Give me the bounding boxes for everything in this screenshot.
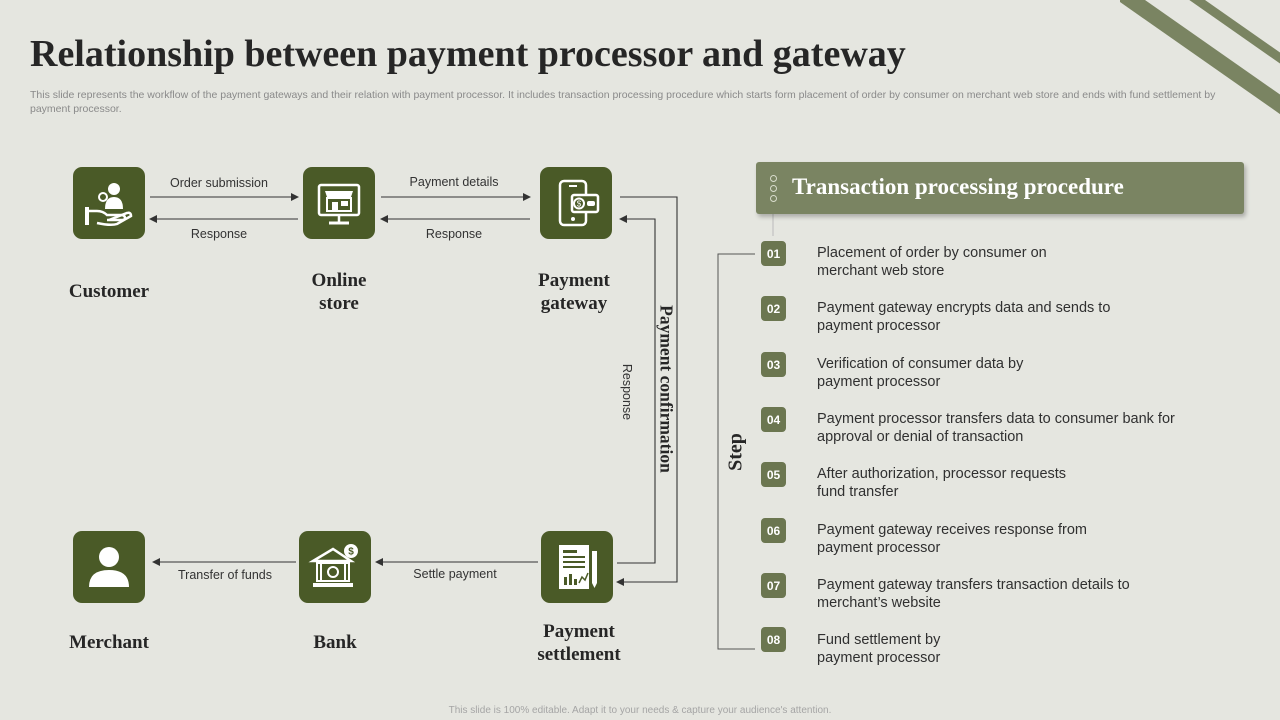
step-badge: 03 [761, 352, 786, 377]
merchant-node [73, 531, 145, 603]
step-badge: 08 [761, 627, 786, 652]
arrow-payment-confirmation [616, 196, 678, 586]
step-text-line2: approval or denial of transaction [817, 429, 1024, 445]
payment-gateway-label-line1: Payment [538, 270, 610, 291]
settle-payment-label: Settle payment [413, 567, 497, 581]
payment-settlement-label-line1: Payment [543, 621, 615, 642]
mobile-card-payment-icon: $ [558, 179, 600, 227]
step-text-line1: Placement of order by consumer on [817, 245, 1047, 261]
payment-confirmation-label: Payment confirmation [656, 305, 677, 473]
payment-gateway-node: $ [540, 167, 612, 239]
step-text: Payment gateway transfers transaction de… [817, 576, 1227, 612]
step-text-line2: payment processor [817, 540, 941, 556]
page-subtitle: This slide represents the workflow of th… [30, 89, 1216, 115]
hand-person-icon [85, 183, 133, 227]
step-badge: 01 [761, 241, 786, 266]
step-text-line1: After authorization, processor requests [817, 466, 1067, 482]
merchant-label: Merchant [69, 632, 149, 653]
step-text: Payment processor transfers data to cons… [817, 410, 1227, 446]
step-text-line2: merchant’s website [817, 595, 941, 611]
step-text: Payment gateway encrypts data and sends … [817, 299, 1227, 335]
step-text-line1: Payment gateway transfers transaction de… [817, 577, 1130, 593]
step-text-line2: merchant web store [817, 263, 945, 279]
step-label: Step [724, 433, 747, 471]
step-text-line2: payment processor [817, 650, 941, 666]
payment-details-label: Payment details [409, 175, 499, 189]
transfer-of-funds-label: Transfer of funds [177, 568, 273, 582]
online-store-label-line1: Online [311, 270, 367, 291]
step-text: Placement of order by consumer on merchan… [817, 244, 1227, 280]
payment-settlement-node [541, 531, 613, 603]
step-text: Payment gateway receives response from pa… [817, 521, 1227, 557]
bank-building-icon: $ [308, 544, 358, 587]
panel-dots-icon [770, 175, 777, 202]
payment-settlement-label: Payment settlement [519, 620, 639, 666]
payment-settlement-label-line2: settlement [537, 644, 621, 665]
order-submission-label: Order submission [170, 176, 268, 190]
step-text-line2: payment processor [817, 374, 941, 390]
customer-label: Customer [68, 281, 150, 302]
step-text-line1: Payment processor transfers data to cons… [817, 411, 1175, 427]
response-label-1: Response [190, 227, 248, 241]
step-text-line1: Fund settlement by [817, 632, 941, 648]
svg-text:$: $ [348, 547, 354, 558]
step-text-line1: Payment gateway receives response from [817, 522, 1087, 538]
svg-text:$: $ [577, 200, 582, 209]
payment-gateway-label: Payment gateway [514, 269, 634, 315]
step-bracket [717, 253, 755, 650]
response-vertical-label: Response [620, 363, 634, 421]
storefront-monitor-icon [317, 183, 361, 225]
step-text: Fund settlement by payment processor [817, 631, 1227, 667]
customer-node [73, 167, 145, 239]
response-label-2: Response [425, 227, 483, 241]
arrow-response-vertical [617, 215, 656, 564]
payment-gateway-label-line2: gateway [540, 293, 608, 314]
step-text-line2: fund transfer [817, 484, 899, 500]
page-title: Relationship between payment processor a… [30, 33, 906, 75]
online-store-label-line2: store [319, 293, 359, 314]
step-text: Verification of consumer data by payment … [817, 355, 1227, 391]
step-text-line1: Verification of consumer data by [817, 356, 1024, 372]
procedure-panel-title: Transaction processing procedure [792, 174, 1124, 199]
step-badge: 05 [761, 462, 786, 487]
online-store-label: Online store [279, 269, 399, 315]
step-text-line1: Payment gateway encrypts data and sends … [817, 300, 1111, 316]
step-badge: 04 [761, 407, 786, 432]
bank-label: Bank [313, 632, 357, 653]
document-chart-icon [559, 545, 597, 589]
step-badge: 07 [761, 573, 786, 598]
person-icon [89, 547, 129, 587]
step-text-line2: payment processor [817, 318, 941, 334]
step-badge: 02 [761, 296, 786, 321]
step-badge: 06 [761, 518, 786, 543]
step-text: After authorization, processor requests f… [817, 465, 1227, 501]
footer-note: This slide is 100% editable. Adapt it to… [448, 705, 832, 716]
online-store-node [303, 167, 375, 239]
procedure-panel-header [756, 162, 1244, 214]
bank-node: $ [299, 531, 371, 603]
